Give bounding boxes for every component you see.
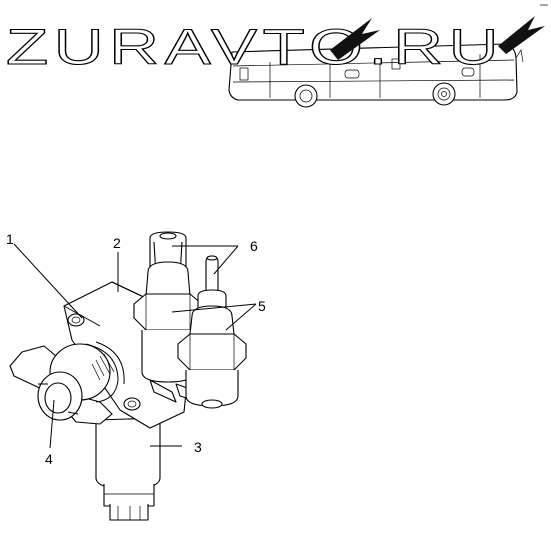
front-fitting: [177, 255, 247, 409]
callout-1: 1: [6, 231, 14, 247]
leader-5a: [171, 303, 257, 313]
callout-3: 3: [194, 439, 202, 455]
watermark-arrow-right: [498, 16, 545, 54]
rear-fitting: [133, 231, 203, 383]
bus-illustration: [228, 4, 548, 108]
callout-2: 2: [113, 235, 121, 251]
callout-6: 6: [250, 238, 258, 254]
front-knob: [9, 341, 125, 425]
callout-4: 4: [45, 451, 53, 467]
watermark-group: ZURAVTO.RU: [5, 4, 548, 108]
callout-5: 5: [258, 298, 266, 314]
leader-lines: [13, 243, 257, 449]
lower-cylinder: [95, 417, 161, 521]
valve-assembly: [9, 231, 247, 521]
leader-4: [49, 399, 55, 449]
callout-labels: 1 2 3 4 5 6: [6, 231, 266, 467]
leader-5b: [225, 303, 257, 331]
watermark-arrow-left: [330, 18, 380, 60]
leader-6b: [213, 245, 239, 275]
leader-1: [13, 243, 83, 319]
watermark-text: ZURAVTO.RU: [6, 19, 504, 75]
